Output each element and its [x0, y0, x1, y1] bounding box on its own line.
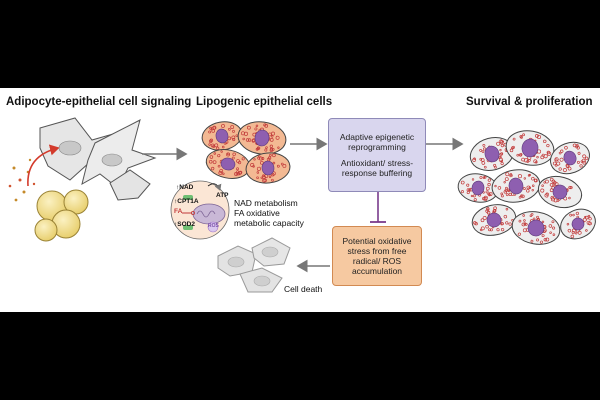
survival-cell: [560, 208, 596, 240]
signal-dots: [8, 158, 36, 202]
atp-label: ATP: [216, 192, 229, 199]
title-lipogenic: Lipogenic epithelial cells: [196, 96, 333, 108]
survival-cell: [471, 204, 517, 236]
sod2-label: ↑SOD2: [174, 221, 195, 228]
dead-cells: [217, 237, 291, 293]
survival-cell: [491, 169, 541, 203]
survival-cell: [469, 137, 515, 171]
fibroblast-cells: [39, 117, 157, 201]
lipogenic-cell-cluster: [201, 121, 291, 184]
cell-death-label: Cell death: [284, 284, 323, 294]
metabolism-line-3: metabolic capacity: [234, 218, 304, 228]
lipogenic-cell: [245, 152, 291, 184]
adaptive-reprogramming-box: Adaptive epigenetic reprogramming Antiox…: [328, 118, 426, 192]
stress-line-2: stress from free: [347, 246, 407, 256]
lipogenic-cell: [237, 121, 287, 155]
survival-cell: [511, 211, 561, 245]
stress-line-4: accumulation: [351, 266, 403, 276]
adaptive-line-1: Adaptive epigenetic: [339, 132, 415, 142]
signal-arrow: [27, 144, 60, 187]
lipogenic-cell: [201, 121, 243, 151]
adipocytes: [34, 189, 89, 242]
adaptive-line-2: reprogramming: [348, 142, 406, 152]
survival-cell: [505, 130, 555, 166]
metabolism-line-2: FA oxidative: [234, 208, 280, 218]
title-signaling: Adipocyte-epithelial cell signaling: [6, 96, 192, 108]
survival-cell: [550, 141, 590, 175]
metabolism-label: NAD metabolism FA oxidative metabolic ca…: [234, 198, 304, 228]
fa-label: FA: [174, 208, 183, 215]
oxidative-stress-box: Potential oxidative stress from free rad…: [332, 226, 422, 286]
cpt1a-label: ↑CPT1A: [174, 198, 199, 205]
buffer-line-2: response buffering: [341, 168, 413, 178]
survival-cell-cluster: [457, 130, 596, 245]
buffer-line-1: Antioxidant/ stress-: [340, 158, 414, 168]
figure-panel: Adipocyte-epithelial cell signaling Lipo…: [0, 88, 600, 312]
survival-cell: [457, 173, 499, 203]
nad-label: ↑NAD: [176, 184, 194, 191]
stress-line-3: radical/ ROS: [352, 256, 402, 266]
ros-label: ROS: [208, 223, 219, 229]
survival-cell: [537, 175, 583, 209]
title-survival: Survival & proliferation: [466, 96, 593, 108]
mitochondria-zoom: [170, 180, 230, 240]
metabolism-line-1: NAD metabolism: [234, 198, 298, 208]
lipogenic-cell: [205, 149, 251, 179]
stress-line-1: Potential oxidative: [342, 236, 412, 246]
diagram-canvas: [8, 117, 596, 293]
